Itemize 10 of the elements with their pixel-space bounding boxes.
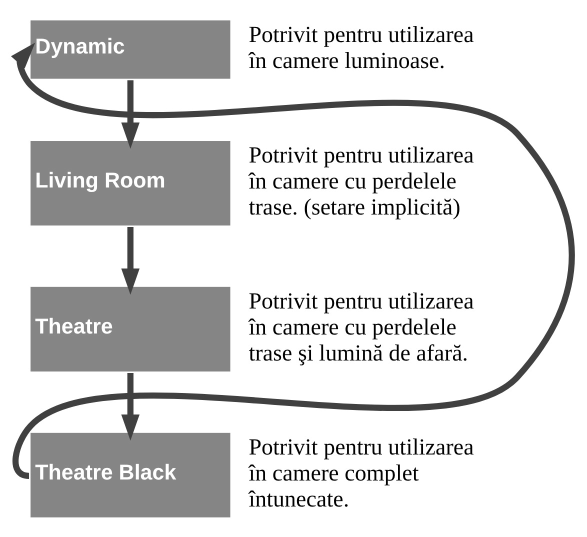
node-label: Potrivit pentru utilizarea în camere cu perdelele trase. (setare implicită) bbox=[248, 141, 474, 220]
arrow bbox=[121, 227, 140, 295]
node-box: Theatre bbox=[30, 286, 230, 372]
node-box: Theatre Black bbox=[30, 432, 230, 518]
node-label: Potrivit pentru utilizarea în camere cu perdelele trase şi lumină de afară. bbox=[248, 287, 474, 366]
node-label: Potrivit pentru utilizarea în camere complet întunecate. bbox=[248, 433, 474, 512]
node-label: Potrivit pentru utilizarea în camere luminoase. bbox=[248, 20, 474, 73]
node-box: Dynamic bbox=[30, 20, 230, 79]
node-box: Living Room bbox=[30, 140, 230, 226]
arrow bbox=[121, 80, 140, 149]
